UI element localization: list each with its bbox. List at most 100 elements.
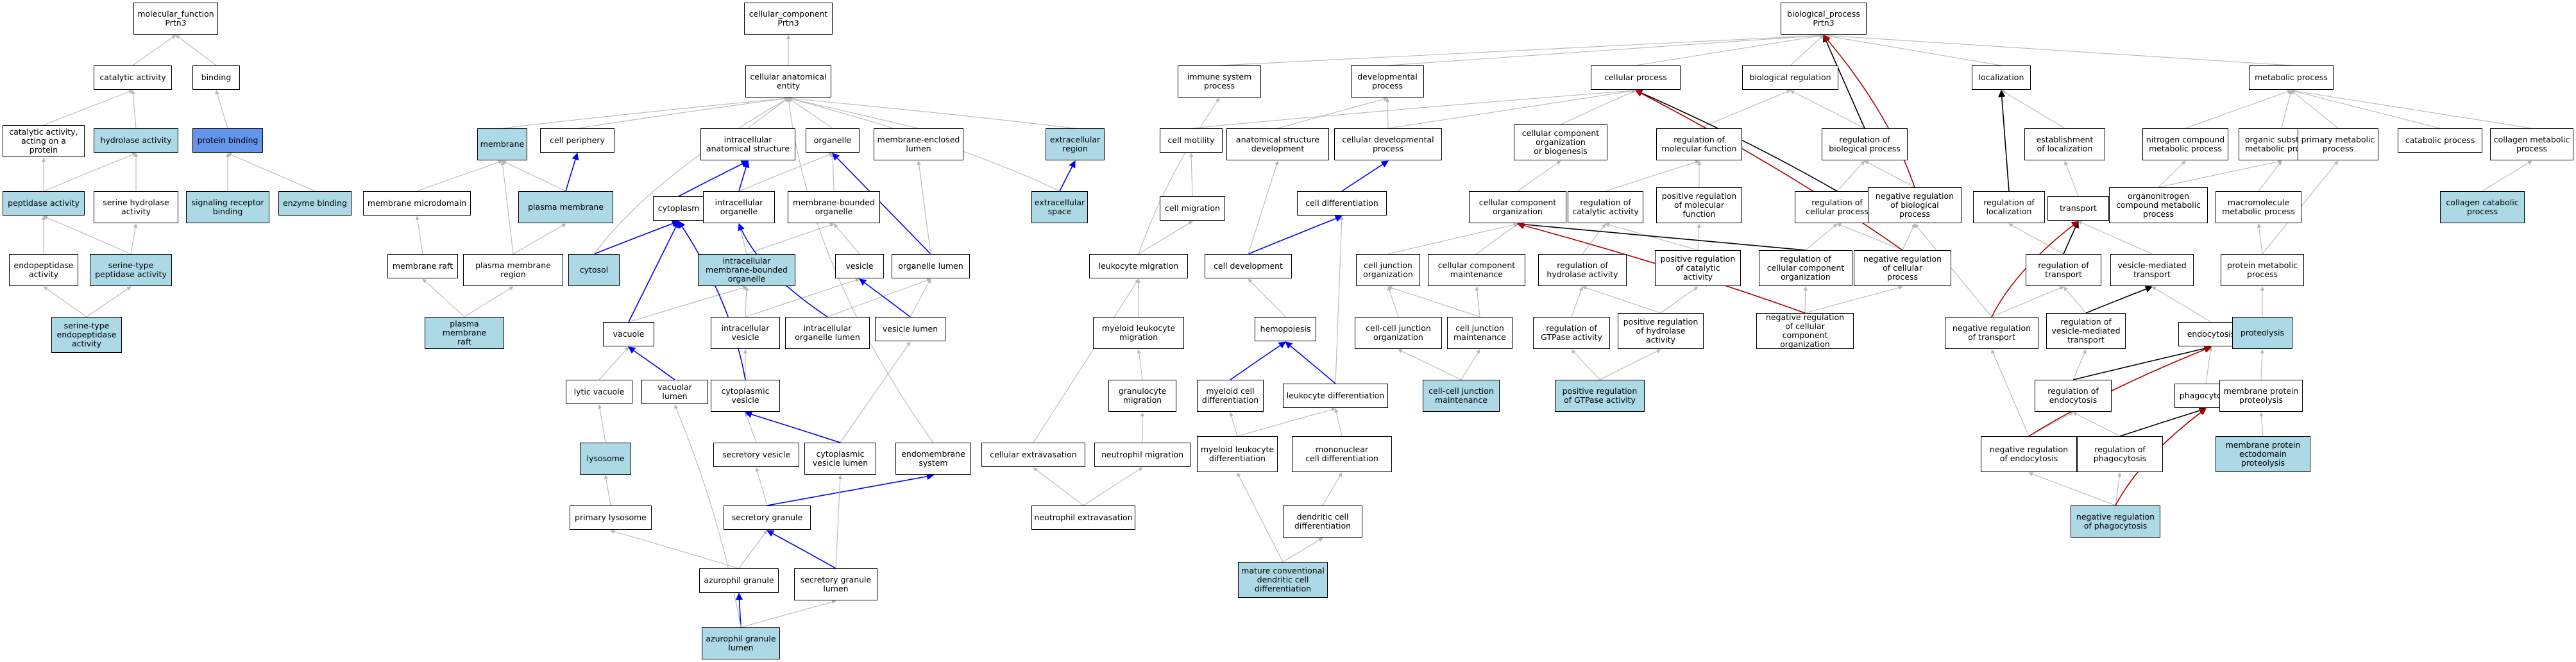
go-term-reg-catalytic: regulation of catalytic activity: [1568, 191, 1643, 223]
edge-reg-gtpase-to-reg-hydrolase: [1571, 286, 1584, 318]
edge-cell-development-to-anatomical-structure-dev: [1248, 160, 1279, 255]
edge-sg-lumen-to-cv-lumen: [835, 475, 843, 569]
go-term-secretory-granule: secretory granule: [724, 505, 811, 530]
go-term-neg-reg-cellular: negative regulation of cellular process: [1854, 250, 1951, 286]
edge-membrane-microdomain-to-membrane: [416, 160, 503, 192]
edge-neg-reg-cco-to-reg-cco: [1803, 286, 1808, 314]
go-term-bp: biological_process Prtn3: [1781, 3, 1867, 35]
go-term-metabolic-process: metabolic process: [2249, 65, 2334, 90]
edge-neg-reg-phagocytosis-to-neg-reg-endocytosis: [2028, 471, 2116, 506]
edge-pm-region-to-membrane: [500, 160, 514, 255]
edge-endocytosis-to-vesicle-mediated-transport: [2151, 286, 2212, 323]
go-term-dendritic-diff: dendritic cell differentiation: [1283, 505, 1362, 538]
go-term-anatomical-structure-dev: anatomical structure development: [1226, 128, 1329, 160]
edge-vesicle-lumen-to-organelle-lumen: [910, 278, 931, 318]
go-term-io-lumen: intracellular organelle lumen: [785, 317, 870, 349]
edge-cell-periphery-to-cae: [577, 96, 789, 129]
edge-vacuolar-lumen-to-vacuole: [628, 346, 675, 380]
go-term-cell-periphery: cell periphery: [540, 128, 614, 153]
edge-plasma-membrane-to-cell-periphery: [565, 152, 579, 192]
edge-lytic-vacuole-to-vacuole: [598, 346, 629, 380]
edge-biological-regulation-to-bp: [1790, 35, 1824, 66]
go-term-catabolic-process: catabolic process: [2398, 128, 2482, 153]
edge-pm-raft-to-pm-region: [464, 286, 514, 318]
go-term-neg-reg-bio: negative regulation of biological proces…: [1868, 187, 1962, 223]
go-term-reg-gtpase: regulation of GTPase activity: [1533, 317, 1610, 349]
edge-collagen-catabolic-to-collagen-metabolic: [2482, 160, 2532, 192]
edge-reg-cco-to-reg-cellular-process: [1805, 223, 1838, 251]
edge-developmental-process-to-bp: [1387, 33, 1824, 66]
edge-pos-reg-hydrolase-to-reg-hydrolase: [1582, 285, 1661, 314]
go-term-developmental-process: developmental process: [1351, 65, 1424, 98]
edge-cv-lumen-to-vesicle-lumen: [840, 341, 911, 443]
go-term-myeloid-leukocyte-diff: myeloid leukocyte differentiation: [1197, 436, 1278, 472]
edge-leukocyte-diff-to-hemopoiesis: [1285, 341, 1336, 384]
edge-neg-reg-phagocytosis-to-reg-phagocytosis: [2115, 472, 2122, 506]
edge-cc-maintenance-to-cco: [1476, 223, 1518, 255]
go-term-azurophil-granule: azurophil granule: [699, 568, 779, 593]
edge-anatomical-structure-dev-to-developmental-process: [1277, 97, 1388, 129]
go-term-cat-protein: catalytic activity, acting on a protein: [3, 125, 85, 157]
edge-mp-ectodomain-proteolysis-to-membrane-protein-proteolysis: [2259, 412, 2264, 437]
go-term-pos-reg-gtpase: positive regulation of GTPase activity: [1555, 380, 1645, 412]
edge-cell-cell-junction-org-to-cell-junction-org: [1387, 286, 1399, 318]
edge-secretory-vesicle-to-cytoplasmic-vesicle: [744, 412, 757, 443]
edge-neg-reg-bio-to-reg-bio-process: [1864, 160, 1915, 188]
edge-protein-metabolic-to-macromolecule: [2257, 223, 2263, 255]
go-term-pos-reg-mf: positive regulation of molecular functio…: [1656, 187, 1742, 223]
edge-phagocytosis-to-endocytosis: [2205, 346, 2213, 384]
edge-organic-substance-to-metabolic-process: [2281, 90, 2292, 129]
go-term-cell-migration: cell migration: [1160, 196, 1225, 221]
edge-pos-reg-catalytic-to-reg-catalytic: [1605, 223, 1699, 251]
go-term-lysosome: lysosome: [580, 443, 631, 475]
go-term-peptidase: peptidase activity: [3, 191, 85, 216]
edge-primary-lysosome-to-lysosome: [604, 475, 611, 506]
go-term-pos-reg-catalytic: positive regulation of catalytic activit…: [1655, 250, 1741, 286]
go-term-sg-lumen: secretory granule lumen: [794, 568, 877, 600]
go-term-reg-molecular-function: regulation of molecular function: [1656, 128, 1742, 160]
edge-azurophil-granule-to-primary-lysosome: [610, 529, 740, 569]
go-term-membrane-raft: membrane raft: [387, 254, 458, 278]
go-term-cytosol: cytosol: [568, 254, 620, 286]
go-term-ias: intracellular anatomical structure: [700, 128, 795, 160]
go-term-cell-junction-org: cell junction organization: [1356, 254, 1420, 286]
edge-cco-biogenesis-to-cellular-process: [1560, 90, 1636, 125]
go-term-myeloid-cell-diff: myeloid cell differentiation: [1197, 380, 1264, 412]
edge-reg-cellular-process-to-reg-bio-process: [1836, 160, 1865, 192]
edge-extracellular-region-to-cae: [788, 96, 1076, 129]
edge-leukocyte-diff-to-cell-differentiation: [1335, 216, 1344, 384]
edge-reg-vmt-to-vesicle-mediated-transport: [2085, 285, 2153, 314]
go-term-cellular-dev-process: cellular developmental process: [1334, 128, 1442, 160]
edge-cv-lumen-to-cytoplasmic-vesicle: [744, 411, 841, 443]
go-term-reg-transport: regulation of transport: [2026, 254, 2101, 286]
go-term-signaling-receptor-binding: signaling receptor binding: [186, 191, 269, 223]
go-term-establish-localization: establishment of localization: [2024, 128, 2105, 160]
edge-mononuclear-diff-to-leukocyte-diff: [1334, 408, 1343, 437]
go-term-neutrophil-migration: neutrophil migration: [1094, 443, 1191, 467]
edge-dendritic-diff-to-mononuclear-diff: [1322, 472, 1343, 506]
go-term-granulocyte-migration: granulocyte migration: [1108, 380, 1176, 412]
go-term-leukocyte-diff: leukocyte differentiation: [1283, 384, 1388, 408]
edge-catabolic-process-to-metabolic-process: [2291, 89, 2441, 129]
go-term-organelle-lumen: organelle lumen: [892, 254, 970, 278]
go-term-collagen-metabolic: collagen metabolic process: [2490, 128, 2573, 160]
edge-extracellular-space-to-extracellular-region: [1059, 160, 1076, 192]
edge-vesicle-to-mem-bounded-organelle: [833, 223, 860, 255]
edge-cell-motility-to-cellular-process: [1191, 89, 1636, 129]
go-term-serine-endopeptidase: serine-type endopeptidase activity: [51, 317, 122, 353]
edge-cytoplasmic-vesicle-to-cytoplasm: [678, 221, 746, 380]
go-term-vacuole: vacuole: [603, 322, 654, 346]
edge-reg-endocytosis-to-reg-vmt: [2072, 349, 2087, 380]
edge-cell-cell-junction-maintenance-to-cell-junction-maintenance: [1461, 349, 1480, 380]
edge-cell-junction-org-to-cco: [1387, 223, 1518, 255]
edge-reg-phagocytosis-to-reg-endocytosis: [2072, 412, 2121, 437]
edge-cell-development-to-cell-differentiation: [1248, 215, 1343, 255]
edge-neg-reg-cellular-to-cellular-process: [1635, 90, 1903, 251]
edge-serine-endopeptidase-to-endopeptidase: [43, 286, 87, 318]
go-term-membrane-protein-proteolysis: membrane protein proteolysis: [2219, 380, 2303, 412]
edge-neg-reg-transport-to-transport: [1991, 221, 2079, 318]
go-term-cell-cell-junction-org: cell-cell junction organization: [1355, 317, 1442, 349]
edge-mature-dc-diff-to-dendritic-diff: [1282, 538, 1323, 563]
go-term-hemopoiesis: hemopoiesis: [1255, 317, 1316, 341]
go-term-transport: transport: [2047, 196, 2109, 221]
